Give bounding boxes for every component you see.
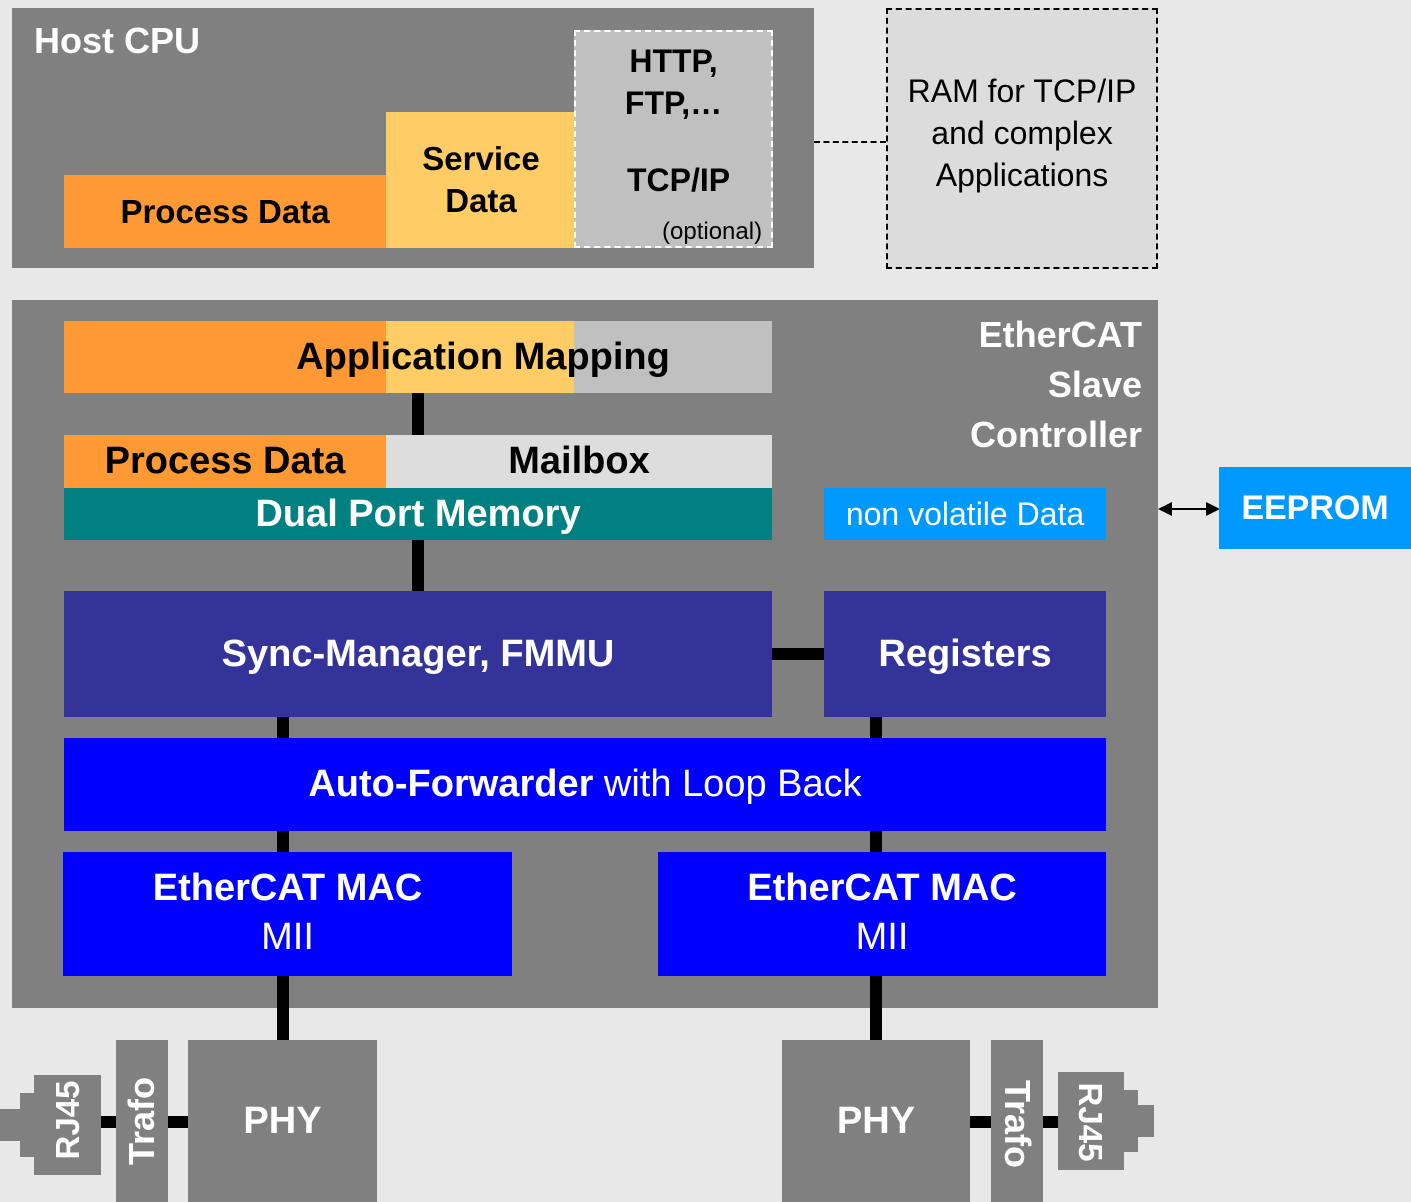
mac-left-sub: MII [261, 916, 314, 958]
connector-memory-sync [412, 540, 424, 591]
ram-box: RAM for TCP/IP and complex Applications [886, 8, 1158, 269]
eeprom: EEPROM [1219, 467, 1411, 549]
connector-forwarder-mac-left [277, 831, 289, 852]
optional-label: (optional) [662, 218, 763, 245]
tcpip-stack-box: HTTP, FTP,… TCP/IP (optional) [574, 30, 773, 248]
application-mapping: Application Mapping [64, 321, 772, 393]
mac-right-title: EtherCAT MAC [747, 867, 1017, 909]
host-cpu-title: Host CPU [34, 20, 201, 61]
connector-phy-trafo-right [970, 1116, 991, 1128]
trafo-left: Trafo [116, 1040, 168, 1202]
connector-sync-forwarder [277, 717, 289, 738]
mac-right-sub: MII [855, 916, 909, 958]
eeprom-arrow [1158, 498, 1220, 520]
mac-right: EtherCAT MAC MII [658, 852, 1106, 976]
connector-phy-trafo-left [168, 1116, 188, 1128]
application-mapping-label: Application Mapping [296, 335, 670, 378]
rj45-right: RJ45 [1058, 1072, 1154, 1170]
tcpip-label: TCP/IP [626, 162, 731, 198]
rj45-left-label: RJ45 [49, 1080, 86, 1160]
mac-left: EtherCAT MAC MII [63, 852, 512, 976]
ram-connector [814, 141, 886, 143]
dual-port-memory: Dual Port Memory [64, 488, 772, 540]
host-service-data: Service Data [386, 112, 576, 248]
auto-forwarder: Auto-Forwarder with Loop Back [64, 738, 1106, 831]
connector-trafo-rj45-right [1043, 1116, 1058, 1128]
connector-sync-registers [772, 648, 824, 660]
sync-manager-fmmu: Sync-Manager, FMMU [64, 591, 772, 717]
registers: Registers [824, 591, 1106, 717]
connector-mac-phy-right [870, 976, 882, 1040]
phy-left: PHY [188, 1040, 377, 1202]
connector-registers-forwarder [870, 717, 882, 738]
connector-forwarder-mac-right [870, 831, 882, 852]
connector-trafo-rj45-left [101, 1116, 116, 1128]
phy-right: PHY [782, 1040, 970, 1202]
connector-mac-phy-left [277, 976, 289, 1040]
connector-mapping-memory [412, 393, 424, 435]
trafo-right: Trafo [991, 1040, 1043, 1202]
auto-forwarder-rest: with Loop Back [593, 763, 862, 805]
esc-process-data: Process Data [64, 435, 386, 488]
rj45-right-label: RJ45 [1072, 1082, 1109, 1162]
trafo-left-label: Trafo [121, 1076, 162, 1166]
host-process-data: Process Data [64, 175, 386, 248]
protocols-label: HTTP, FTP,… [624, 43, 723, 121]
trafo-right-label: Trafo [997, 1079, 1038, 1169]
auto-forwarder-bold: Auto-Forwarder [308, 763, 594, 805]
non-volatile-data: non volatile Data [824, 488, 1106, 540]
esc-title: EtherCAT Slave Controller [969, 314, 1142, 455]
mailbox: Mailbox [386, 435, 772, 488]
rj45-left: RJ45 [0, 1075, 101, 1175]
mac-left-title: EtherCAT MAC [152, 867, 423, 909]
